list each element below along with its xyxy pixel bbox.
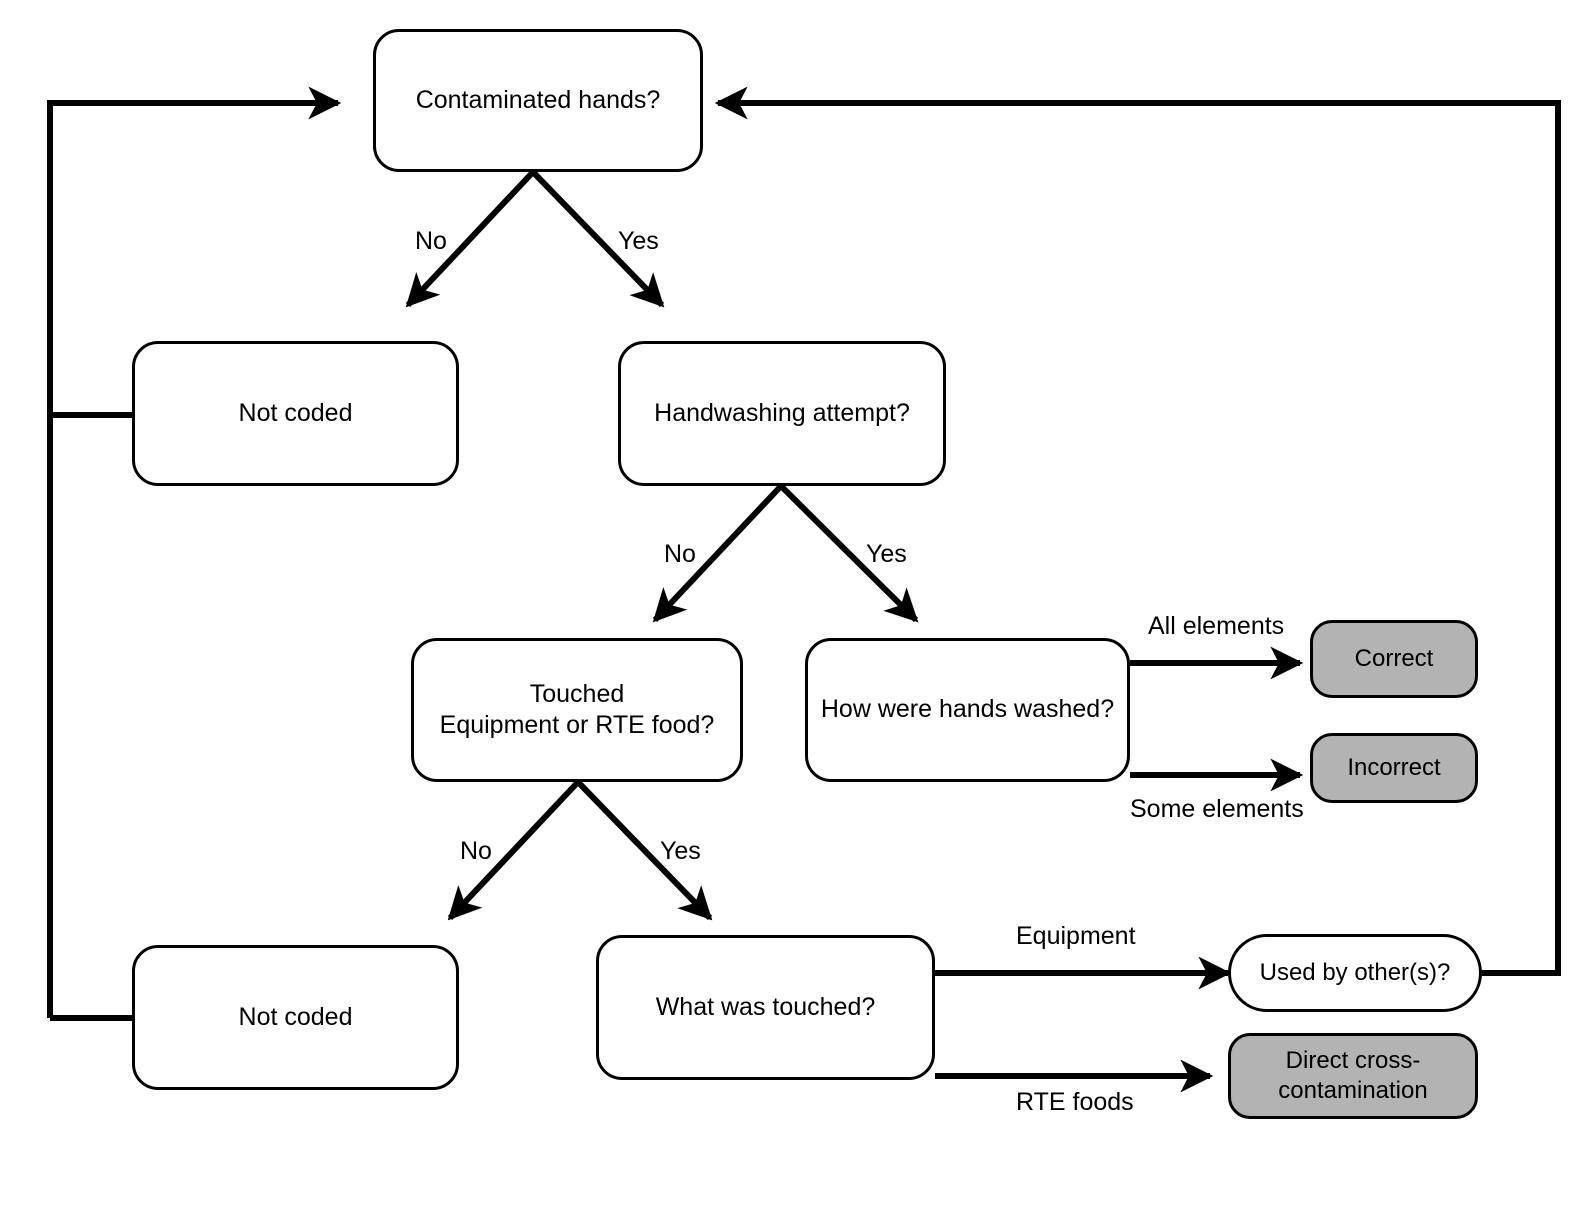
edge-touched-yes — [575, 779, 713, 921]
edge-label-contaminated-hands-yes: Yes — [618, 227, 659, 255]
node-contaminated-hands-label: Contaminated hands? — [415, 85, 661, 114]
edge-hw-yes — [778, 483, 919, 623]
node-what-was-touched[interactable]: What was touched? — [596, 935, 935, 1080]
edge-label-some-elements: Some elements — [1130, 795, 1304, 823]
edge-label-all-elements: All elements — [1148, 612, 1285, 640]
node-incorrect[interactable]: Incorrect — [1310, 733, 1478, 803]
node-not-coded-top-label: Not coded — [238, 398, 353, 427]
node-correct[interactable]: Correct — [1310, 620, 1478, 698]
node-used-by-others[interactable]: Used by other(s)? — [1228, 934, 1482, 1012]
node-correct-label: Correct — [1354, 645, 1434, 672]
edge-ch-no — [405, 169, 536, 308]
node-incorrect-label: Incorrect — [1347, 754, 1441, 781]
node-handwashing-attempt[interactable]: Handwashing attempt? — [618, 341, 946, 486]
edge-label-touched-no: No — [460, 837, 492, 865]
node-direct-cross-line-1: Direct cross- — [1285, 1047, 1421, 1074]
edge-used-by-others-return — [714, 86, 1561, 976]
node-what-was-touched-label: What was touched? — [655, 992, 876, 1021]
node-touched-line-2: Equipment or RTE food? — [439, 711, 715, 739]
node-touched-line-1: Touched — [529, 679, 625, 708]
edge-label-handwashing-yes: Yes — [866, 540, 907, 568]
node-contaminated-hands[interactable]: Contaminated hands? — [373, 29, 703, 172]
edge-label-rte-foods: RTE foods — [1016, 1088, 1134, 1116]
edge-left-return-trunk — [47, 86, 342, 1018]
node-touched-equipment-or-rte-food[interactable]: Touched Equipment or RTE food? — [411, 638, 743, 782]
edge-label-contaminated-hands-no: No — [415, 227, 447, 255]
edge-label-equipment: Equipment — [1016, 922, 1136, 950]
node-not-coded-top[interactable]: Not coded — [132, 341, 459, 486]
edge-hw-no — [652, 483, 784, 623]
node-used-by-others-label: Used by other(s)? — [1259, 959, 1451, 986]
node-how-were-hands-washed-label: How were hands washed? — [820, 695, 1115, 724]
node-direct-cross-line-2: contamination — [1278, 1077, 1428, 1104]
node-not-coded-bottom-label: Not coded — [238, 1002, 353, 1031]
edge-touched-no — [447, 779, 581, 921]
edge-label-handwashing-no: No — [664, 540, 696, 568]
node-handwashing-attempt-label: Handwashing attempt? — [654, 398, 910, 427]
node-not-coded-bottom[interactable]: Not coded — [132, 945, 459, 1090]
edge-ch-yes — [530, 169, 665, 308]
node-direct-cross-contamination[interactable]: Direct cross- contamination — [1228, 1033, 1478, 1119]
node-how-were-hands-washed[interactable]: How were hands washed? — [805, 638, 1130, 782]
edge-label-touched-yes: Yes — [660, 837, 701, 865]
